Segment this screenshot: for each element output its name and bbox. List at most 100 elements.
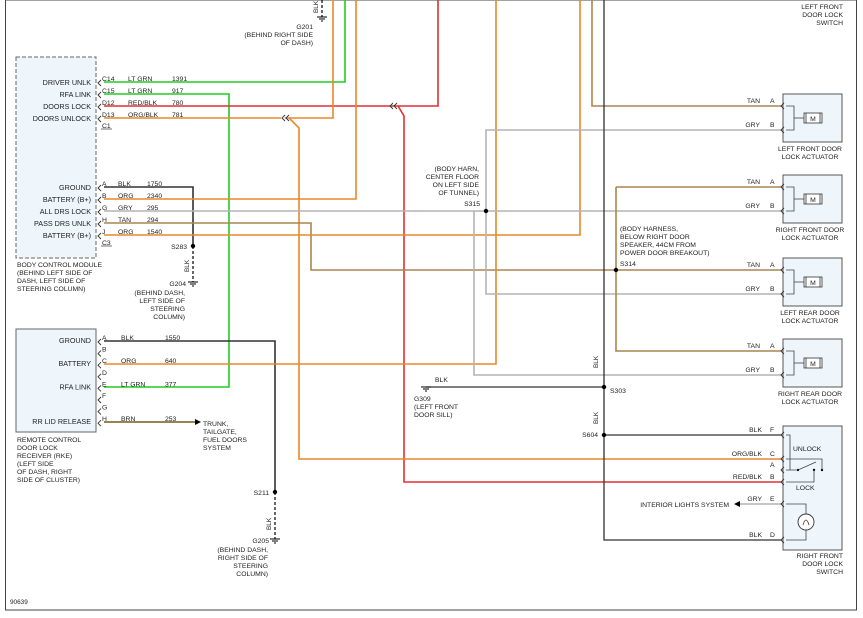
bcm-caption-line-3: DASH, LEFT SIDE OF	[17, 278, 85, 285]
rke-chev-3	[97, 361, 102, 369]
left-front-switch-caption-line-2: DOOR LOCK	[802, 12, 843, 19]
s315-note-line-2: CENTER FLOOR	[426, 174, 479, 181]
bcm-c3-chev-1	[97, 184, 102, 192]
bcm-chev-4	[97, 115, 102, 123]
wire-1391-ltgrn	[104, 0, 346, 83]
actuator-3-wire2-color: GRY	[745, 286, 760, 293]
bcm-c3-chev-2	[97, 196, 102, 204]
g201-label: G201	[296, 24, 313, 31]
bcm-c3-chev-3	[97, 208, 102, 216]
g201-wire-label: BLK	[313, 0, 320, 13]
wire-294-tan	[104, 222, 620, 271]
actuator-3-pin2: B	[770, 286, 775, 293]
bcm-caption-line-1: BODY CONTROL MODULE	[17, 262, 102, 269]
wire-781-orgblk-b	[288, 117, 781, 460]
g309-wire-label: BLK	[435, 377, 448, 384]
bcm-c3-chev-5	[97, 232, 102, 240]
rke-circuit-3: 640	[165, 358, 177, 365]
diagram-id: 90639	[10, 599, 28, 606]
bcm-pin-id-1: C14	[102, 76, 115, 83]
bcm-box	[15, 56, 97, 259]
wire-orgblk-up	[285, 0, 334, 119]
g309-note-line-2: DOOR SILL)	[414, 412, 453, 419]
wire-640-org	[104, 0, 497, 365]
rf-switch-caption-line-3: SWITCH	[816, 569, 843, 576]
s315-label: S315	[464, 201, 480, 208]
rke-chev-4	[97, 373, 102, 381]
bcm-chev-2	[97, 91, 102, 99]
bcm-c3-pin-id-1: A	[102, 181, 107, 188]
wire-2340-org	[104, 0, 357, 200]
actuator-1-wire1-color: TAN	[747, 98, 760, 105]
rke-wire-color-3: ORG	[121, 358, 136, 365]
actuator-4-motor-label: M	[810, 361, 816, 368]
rke-circuit-5: 377	[165, 381, 177, 388]
actuator-2-caption-line-1: RIGHT FRONT DOOR	[776, 227, 845, 234]
actuator-2-pin2: B	[770, 203, 775, 210]
wire-917-377-ltgrn	[104, 93, 230, 388]
bcm-wire-color-1: LT GRN	[128, 76, 152, 83]
interior-arrowhead	[734, 501, 740, 507]
bcm-circuit-2: 917	[172, 88, 184, 95]
rf-switch-blade	[790, 461, 817, 471]
rke-pin-id-3: C	[102, 358, 107, 365]
g204-note-line-3: STEERING	[150, 306, 185, 313]
rke-pin-name-1: GROUND	[59, 336, 91, 345]
actuator-4-motor-body	[803, 357, 823, 369]
bcm-connector-c3: C3	[102, 240, 111, 247]
actuator-1-caption-line-2: LOCK ACTUATOR	[782, 154, 839, 161]
redblk-connector-1	[389, 102, 394, 110]
bcm-pin-name-4: DOORS UNLOCK	[33, 114, 92, 123]
orgblk-connector-2	[285, 114, 290, 122]
trunk-system-label-line-2: TAILGATE,	[203, 429, 237, 436]
bcm-pin-id-2: C15	[102, 88, 115, 95]
bcm-c3-circuit-3: 295	[147, 205, 159, 212]
s314-note-line-4: POWER DOOR BREAKOUT)	[620, 250, 710, 257]
rf-switch-pin-1: F	[770, 427, 774, 434]
s314-note-line-3: SPEAKER, 44CM FROM	[620, 242, 696, 249]
s314-note-line-1: (BODY HARNESS,	[620, 226, 678, 233]
wire-780-redblk-b	[397, 105, 781, 483]
left-front-switch-caption-line-3: SWITCH	[816, 20, 843, 27]
rke-chev-7	[97, 408, 102, 415]
wire-1750-blk	[104, 186, 194, 246]
s303-label: S303	[610, 388, 626, 395]
actuator-3-motor-label: M	[810, 280, 816, 287]
orgblk-connector-1	[281, 114, 286, 122]
actuator-2-chev2	[780, 207, 785, 215]
actuator-4-chev1	[780, 347, 785, 355]
rke-circuit-1: 1550	[165, 335, 180, 342]
bcm-c3-pin-name-5: BATTERY (B+)	[43, 231, 91, 240]
g205-note-line-3: STEERING	[233, 563, 268, 570]
bcm-wire-color-4: ORG/BLK	[128, 112, 159, 119]
bcm-c3-pin-name-2: BATTERY (B+)	[43, 195, 91, 204]
rf-switch-pin-5: E	[770, 496, 775, 503]
bcm-chev-3	[97, 103, 102, 111]
rf-switch-chev-1	[780, 431, 785, 439]
actuator-2-motor-label: M	[810, 197, 816, 204]
redblk-connector-2	[393, 102, 398, 110]
bcm-circuit-4: 781	[172, 112, 184, 119]
bcm-c3-chev-4	[97, 220, 102, 228]
bcm-c3-pin-name-1: GROUND	[59, 183, 91, 192]
bcm-c3-pin-id-3: G	[102, 205, 107, 212]
actuator-1-pin2: B	[770, 122, 775, 129]
s314-note-line-2: BELOW RIGHT DOOR	[620, 234, 690, 241]
s283-splice	[190, 243, 196, 249]
rf-switch-pin-4: B	[770, 474, 775, 481]
wire-redblk-up	[385, 0, 439, 107]
actuator-2-wire2-color: GRY	[745, 203, 760, 210]
rke-pin-id-2: B	[102, 347, 107, 354]
g204-label: G204	[169, 281, 186, 288]
actuator-4-pin1: A	[770, 343, 775, 350]
bcm-circuit-1: 1391	[172, 76, 187, 83]
rke-box	[15, 328, 97, 433]
trunk-system-label-line-4: SYSTEM	[203, 445, 231, 452]
rf-switch-unlock-label: UNLOCK	[793, 446, 822, 453]
actuator-3-motor-body	[803, 276, 823, 288]
actuator-2-wire1-color: TAN	[747, 179, 760, 186]
actuator-4-caption-line-2: LOCK ACTUATOR	[782, 399, 839, 406]
actuator-1-motor-label: M	[810, 116, 816, 123]
s283-label: S283	[171, 244, 187, 251]
